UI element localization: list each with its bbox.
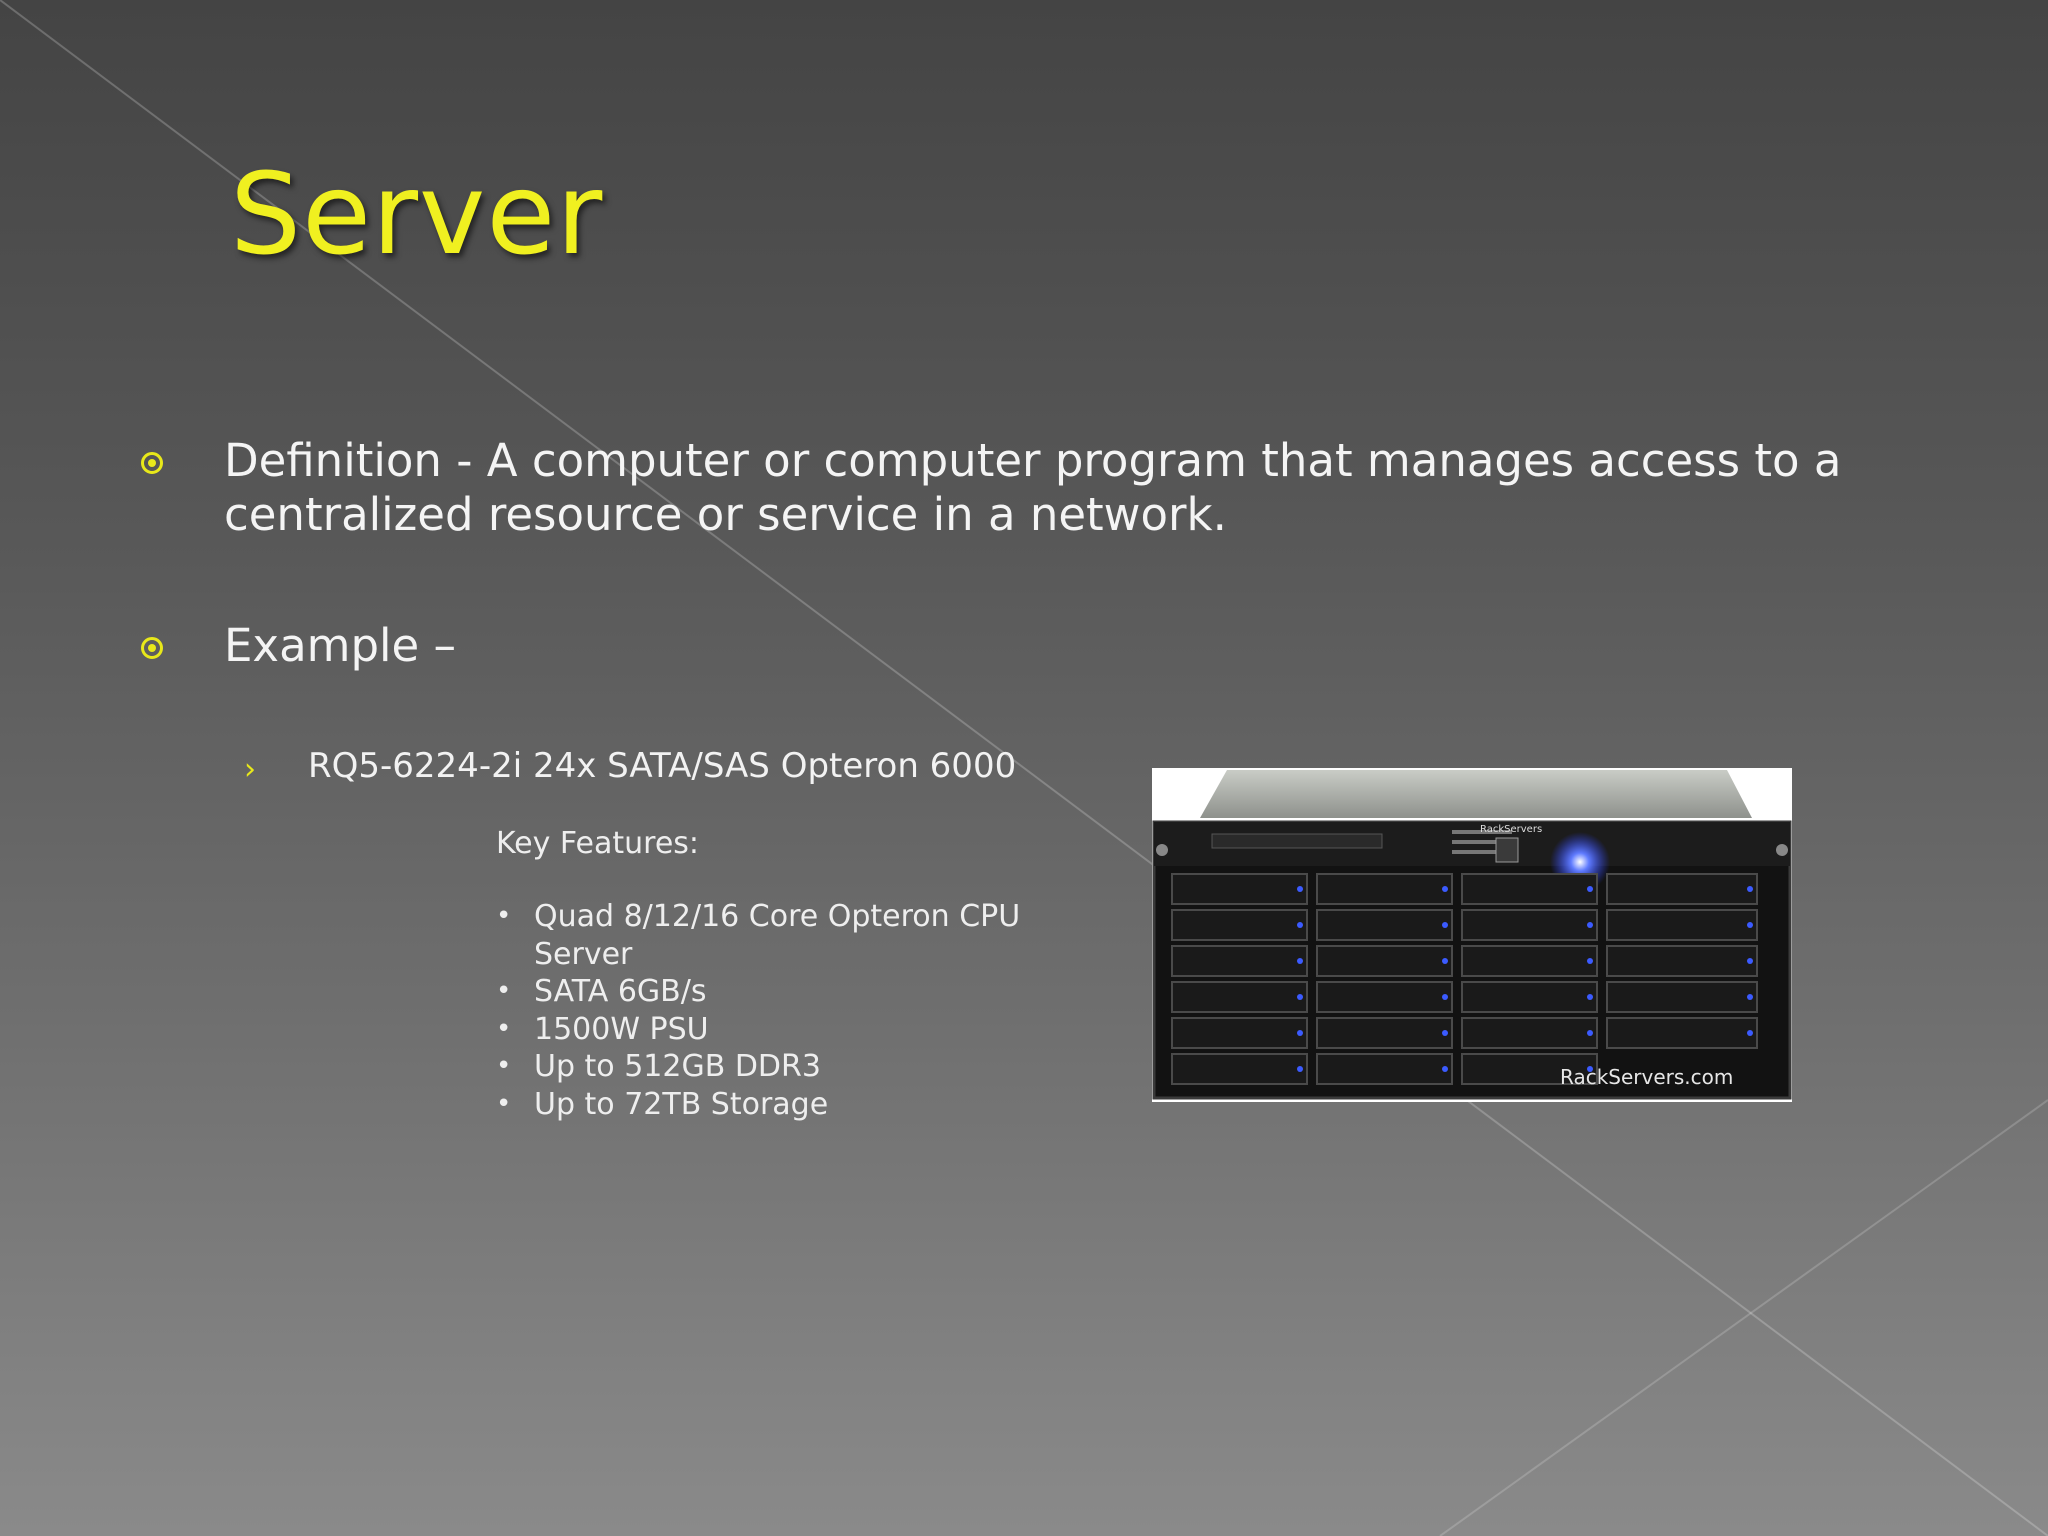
feature-text: Quad 8/12/16 Core Opteron CPU Server xyxy=(534,899,1021,972)
bullet-icon xyxy=(141,452,163,474)
feature-text: Up to 512GB DDR3 xyxy=(534,1049,821,1084)
bullet-icon: • xyxy=(496,901,512,931)
brand-logo-text: RackServers xyxy=(1480,824,1542,835)
feature-text: SATA 6GB/s xyxy=(534,974,707,1009)
server-image: RackServers RackServers.com xyxy=(1152,768,1792,1102)
list-item: • Up to 512GB DDR3 xyxy=(496,1048,1076,1086)
slide-title: Server xyxy=(230,150,604,280)
key-features-title: Key Features: xyxy=(496,826,700,861)
list-item: • 1500W PSU xyxy=(496,1011,1076,1049)
feature-text: 1500W PSU xyxy=(534,1011,709,1047)
bullet-icon: • xyxy=(496,1051,512,1081)
example-label: Example – xyxy=(224,619,457,672)
bullet-icon: • xyxy=(496,976,512,1006)
bullet-icon xyxy=(141,637,163,659)
feature-text: Up to 72TB Storage xyxy=(534,1086,829,1122)
example-item: RQ5-6224-2i 24x SATA/SAS Opteron 6000 xyxy=(308,746,1017,786)
chevron-right-icon: › xyxy=(244,752,256,787)
list-item: • SATA 6GB/s xyxy=(496,973,1076,1011)
bullet-icon: • xyxy=(496,1013,512,1044)
list-item: • Quad 8/12/16 Core Opteron CPU Server xyxy=(496,898,1076,973)
features-list: • Quad 8/12/16 Core Opteron CPU Server • S… xyxy=(496,898,1076,1123)
definition-text: Definition - A computer or computer prog… xyxy=(224,434,1842,541)
list-item: • Up to 72TB Storage xyxy=(496,1086,1076,1124)
bullet-icon: • xyxy=(496,1088,512,1119)
watermark-text: RackServers.com xyxy=(1560,1065,1733,1089)
